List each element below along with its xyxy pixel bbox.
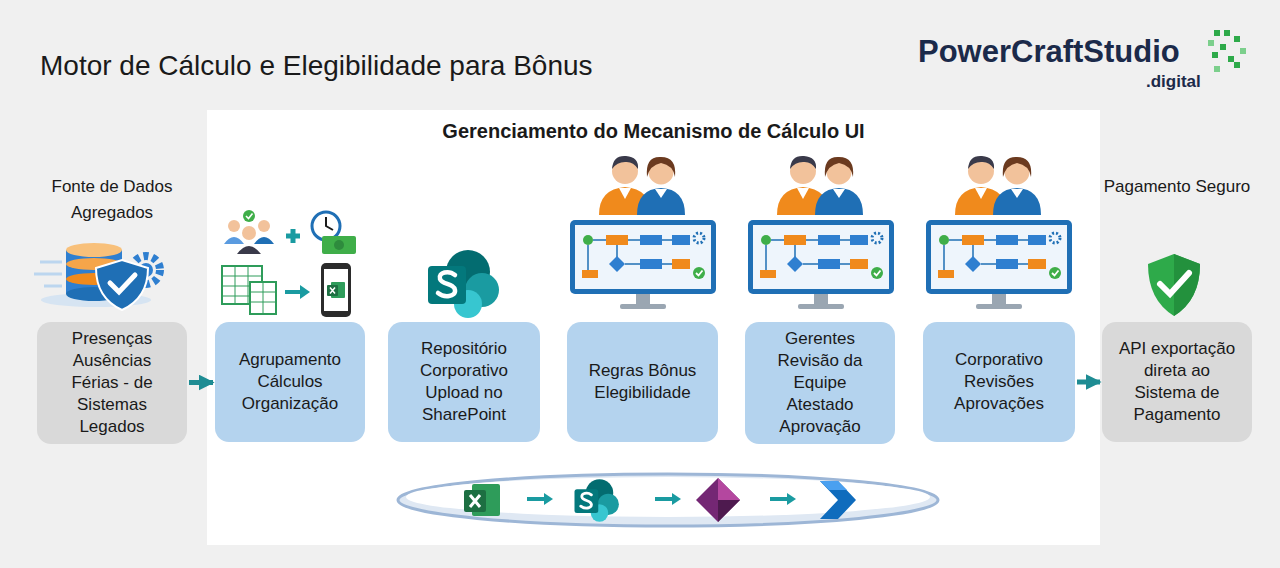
box-text: API exportação direta ao Sistema de Paga…: [1118, 338, 1236, 426]
database-icon: [34, 243, 160, 310]
process-box: Agrupamento Cálculos Organização: [215, 322, 365, 442]
diagram-title: Motor de Cálculo e Elegibilidade para Bô…: [40, 49, 593, 83]
logo-text: PowerCraftStudio: [918, 34, 1180, 70]
box-heading: Fonte de Dados Agregados: [27, 174, 197, 226]
flow-arrow: [1077, 380, 1100, 385]
secure-shield: [1148, 254, 1200, 316]
box-text: Presenças Ausências Férias - de Sistemas…: [53, 328, 171, 438]
review-workstations: [570, 156, 1072, 309]
logo-dots: [1208, 30, 1246, 72]
endpoint-box: Fonte de Dados AgregadosPresenças Ausênc…: [37, 322, 187, 444]
box-heading: Pagamento Seguro: [1092, 174, 1262, 200]
endpoint-box: Pagamento SeguroAPI exportação direta ao…: [1102, 322, 1252, 442]
flow-arrow: [189, 380, 213, 385]
box-text: Gerentes Revisão da Equipe Atestado Apro…: [761, 328, 879, 438]
box-text: Regras Bônus Elegibilidade: [583, 360, 702, 404]
process-box: Gerentes Revisão da Equipe Atestado Apro…: [745, 322, 895, 444]
process-box: Repositório Corporativo Upload no ShareP…: [388, 322, 540, 442]
box-text: Repositório Corporativo Upload no ShareP…: [404, 338, 524, 426]
process-box: Regras Bônus Elegibilidade: [567, 322, 718, 442]
grouping-icons: [222, 210, 356, 317]
panel-heading: Gerenciamento do Mecanismo de Cálculo UI: [207, 118, 1100, 144]
box-text: Corporativo Revisões Aprovações: [939, 349, 1059, 415]
logo-text: .digital: [1146, 72, 1201, 92]
panel-region: Gerenciamento do Mecanismo de Cálculo UI…: [207, 110, 1100, 545]
box-text: Agrupamento Cálculos Organização: [231, 349, 349, 415]
tool-strip: [398, 474, 938, 526]
sharepoint-logo: [428, 250, 499, 318]
process-box: Corporativo Revisões Aprovações: [923, 322, 1075, 442]
